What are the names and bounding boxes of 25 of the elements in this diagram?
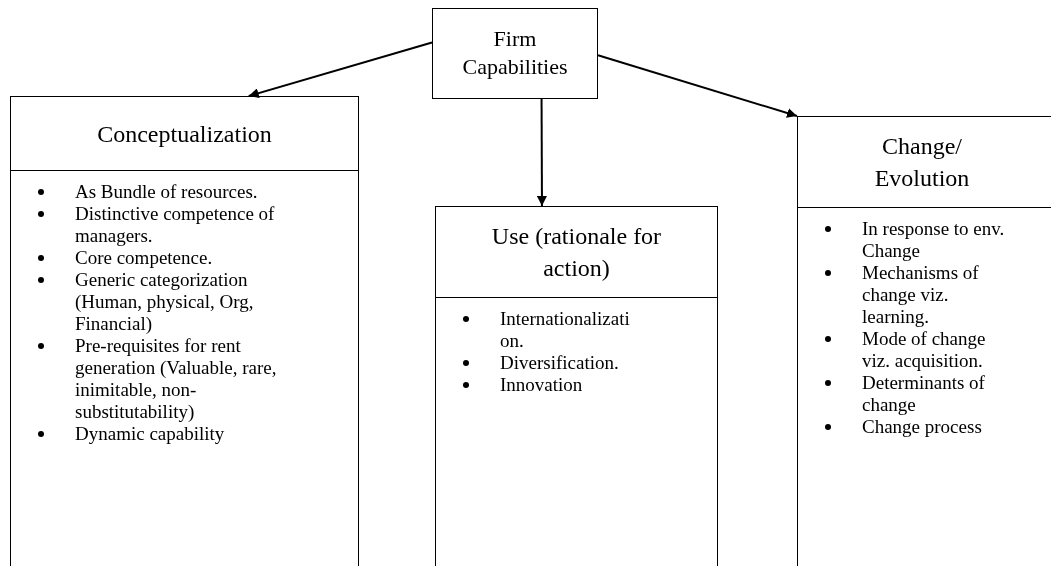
bullet-item: Change process [860, 416, 1012, 438]
bullet-item: Diversification. [498, 352, 650, 374]
root-box [432, 8, 598, 99]
category-box [797, 116, 1051, 566]
bullet-item: Mode of change viz. acquisition. [860, 328, 1012, 372]
bullet-item: Innovation [498, 374, 650, 396]
bullet-item: Dynamic capability [73, 423, 315, 445]
arrow [536, 98, 547, 207]
bullet-item: Core competence. [73, 247, 315, 269]
box-heading: Use (rationale for action) [490, 222, 663, 283]
bullet-item: In response to env. Change [860, 218, 1012, 262]
category-box [435, 206, 718, 566]
category-box [10, 96, 359, 566]
bullet-item: Mechanisms of change viz. learning. [860, 262, 1012, 328]
box-heading: Conceptualization [97, 119, 272, 149]
bullet-item: As Bundle of resources. [73, 181, 315, 203]
arrow [597, 54, 798, 118]
bullet-item: Internationalizati on. [498, 308, 650, 352]
box-heading: Firm Capabilities [462, 25, 568, 81]
bullet-item: Distinctive competence of managers. [73, 203, 315, 247]
bullet-item: Pre-requisites for rent generation (Valuable, rare, inimitable, non-substitutability) [73, 335, 315, 423]
bullet-item: Generic categorization (Human, physical, Org, Financial) [73, 269, 315, 335]
bullet-item: Determinants of change [860, 372, 1012, 416]
box-heading: Change/ Evolution [873, 132, 971, 193]
arrow [247, 41, 433, 98]
